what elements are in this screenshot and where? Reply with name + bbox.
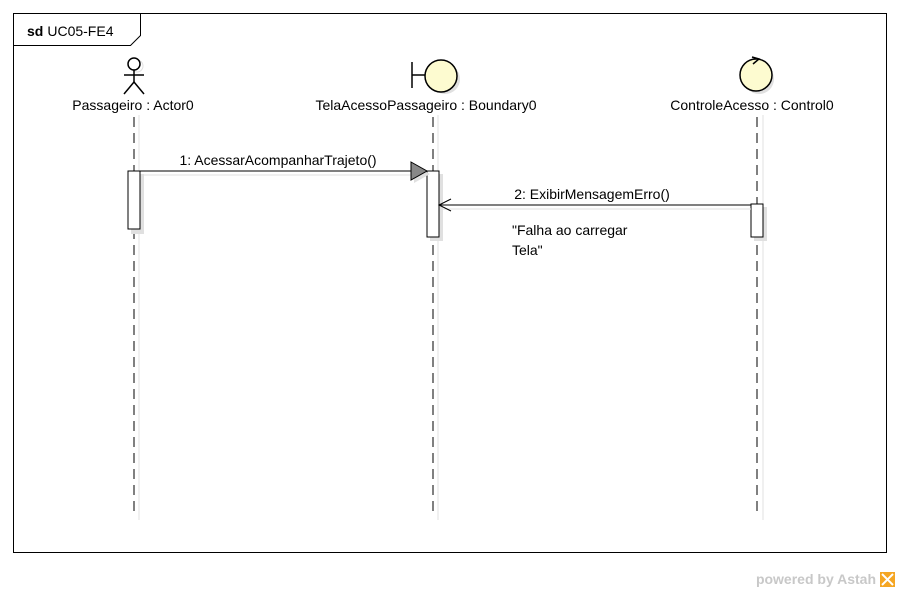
lifeline-label-actor: Passageiro : Actor0	[72, 97, 194, 113]
lifeline-tela-acesso-passageiro[interactable]: TelaAcessoPassageiro : Boundary0	[315, 59, 537, 520]
message-2[interactable]: 2: ExibirMensagemErro()	[437, 186, 751, 212]
sync-arrowhead-icon	[410, 161, 429, 181]
frame-keyword: sd	[27, 23, 43, 39]
astah-watermark: powered by Astah	[756, 571, 895, 587]
note-line-1: "Falha ao carregar	[512, 222, 628, 238]
watermark-text: powered by Astah	[756, 571, 876, 587]
control-icon	[739, 56, 774, 94]
message-1[interactable]: 1: AcessarAcompanharTrajeto()	[140, 152, 430, 183]
note-line-2: Tela"	[512, 242, 543, 258]
lifeline-controle-acesso[interactable]: ControleAcesso : Control0	[670, 56, 834, 520]
message-note: "Falha ao carregar Tela"	[512, 222, 628, 258]
astah-logo-icon	[880, 572, 895, 587]
activation-bar-boundary	[426, 170, 440, 238]
lifeline-label-control: ControleAcesso : Control0	[670, 97, 834, 113]
lifeline-label-boundary: TelaAcessoPassageiro : Boundary0	[315, 97, 536, 113]
message-2-label: 2: ExibirMensagemErro()	[514, 186, 670, 202]
frame-name: UC05-FE4	[47, 23, 113, 39]
activation-bar-control	[750, 203, 764, 238]
activation-bar-actor	[127, 170, 141, 230]
message-1-label: 1: AcessarAcompanharTrajeto()	[179, 152, 376, 168]
boundary-icon	[411, 59, 460, 94]
actor-icon	[123, 57, 145, 95]
lifeline-passageiro[interactable]: Passageiro : Actor0	[72, 57, 194, 520]
async-arrowhead-icon	[437, 198, 452, 212]
